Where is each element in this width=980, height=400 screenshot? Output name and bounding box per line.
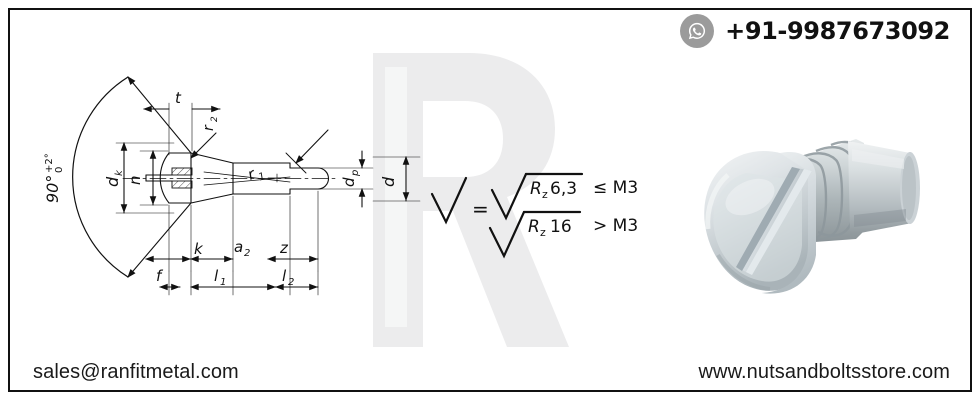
svg-text:+2°: +2° [44,153,55,173]
svg-text:l: l [214,267,219,285]
svg-text:2: 2 [244,248,250,259]
screw-body [704,139,920,294]
svg-text:R: R [528,217,540,237]
svg-text:≤ M3: ≤ M3 [593,178,638,198]
email-address[interactable]: sales@ranfitmetal.com [33,361,239,383]
contact-bar: +91-9987673092 [680,14,950,48]
surface-roughness-note: = R z 6,3 ≤ M3 R z 16 > M3 [430,160,660,260]
svg-text:1: 1 [220,277,226,288]
svg-text:=: = [472,197,489,221]
svg-text:k: k [114,169,125,176]
svg-text:k: k [194,240,204,258]
svg-text:R: R [530,179,542,199]
svg-text:6,3: 6,3 [550,179,577,199]
svg-text:d: d [379,176,398,187]
svg-text:d: d [340,177,358,187]
svg-text:a: a [234,238,243,256]
svg-text:1: 1 [257,171,267,184]
svg-text:t: t [175,89,182,107]
whatsapp-icon[interactable] [680,14,715,48]
screw-head [704,150,816,294]
dog-point-tip [848,141,920,235]
svg-text:r: r [201,124,217,131]
product-photo [688,105,944,315]
svg-text:> M3: > M3 [593,216,638,236]
svg-text:0: 0 [54,167,65,173]
svg-text:2: 2 [288,277,294,288]
svg-text:l: l [282,267,287,285]
svg-text:f: f [156,267,164,285]
phone-number: +91-9987673092 [725,17,950,45]
svg-text:z: z [540,226,546,239]
svg-text:p: p [350,170,361,177]
website-url[interactable]: www.nutsandboltsstore.com [698,361,950,383]
svg-text:2: 2 [210,116,220,122]
head-slot [736,167,812,275]
svg-text:16: 16 [550,217,572,237]
svg-text:90°: 90° [43,175,62,203]
svg-text:d: d [103,176,122,187]
technical-drawing: 90° +2° 0 [28,55,448,300]
svg-text:z: z [279,239,289,257]
svg-text:n: n [126,175,144,185]
svg-text:z: z [542,188,548,201]
surface-finish-symbol [430,176,468,225]
